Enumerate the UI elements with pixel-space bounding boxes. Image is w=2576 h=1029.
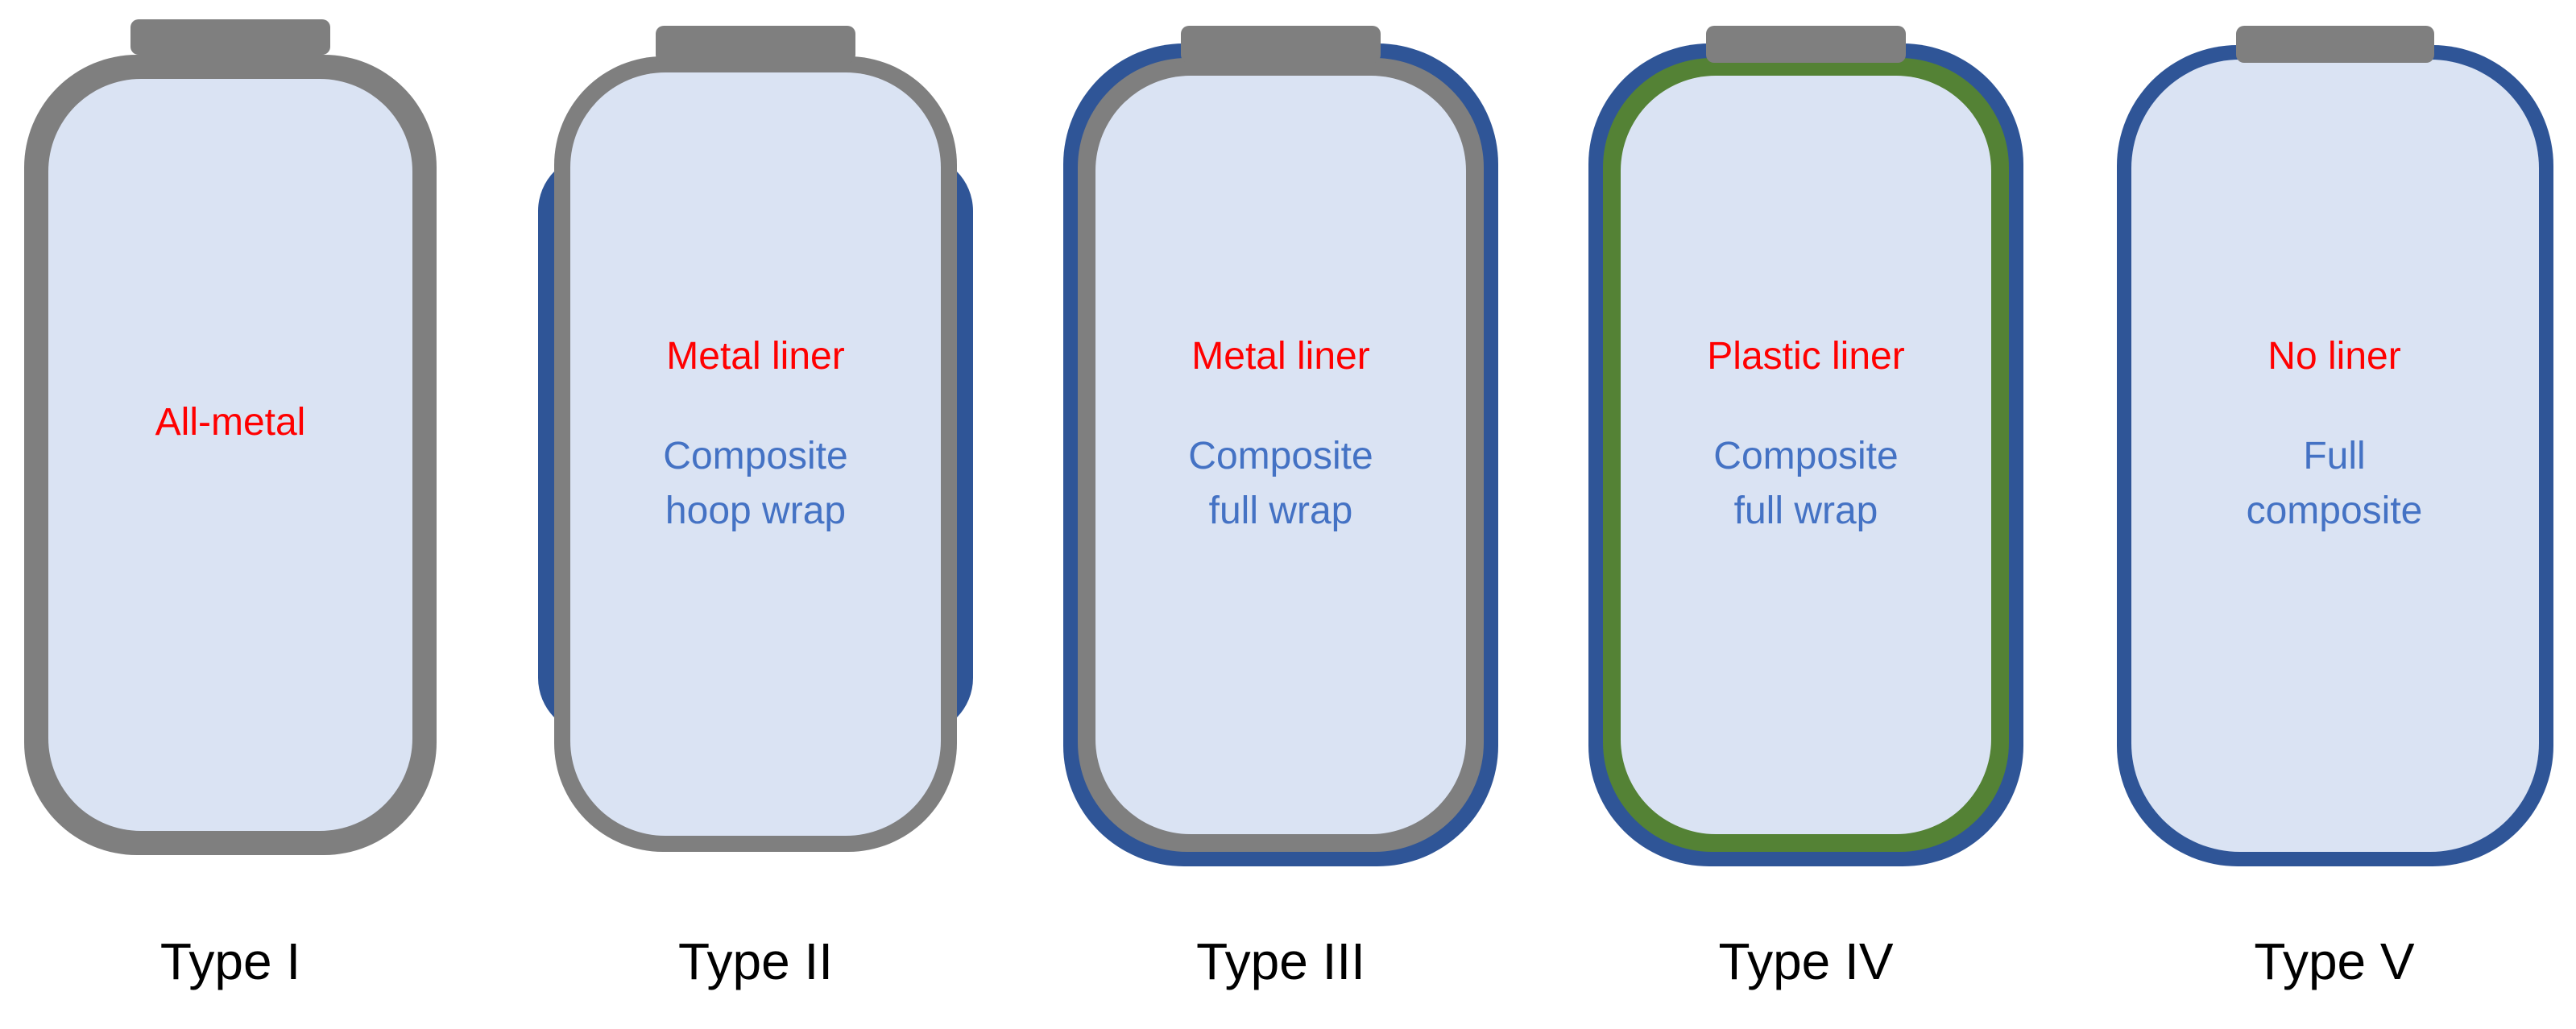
- tank-1-interior: [48, 79, 412, 831]
- tank-3-wrap-label-line1: Composite: [1188, 435, 1373, 477]
- tank-type-4: Plastic liner Composite full wrap Type I…: [1588, 26, 2023, 990]
- tank-5-interior: [2131, 60, 2539, 852]
- tank-5-wrap-label-line1: Full: [2303, 435, 2365, 477]
- tank-5-valve-cap: [2236, 26, 2434, 63]
- tank-4-wrap-label-line2: full wrap: [1734, 490, 1878, 532]
- tank-4-wrap-label-line1: Composite: [1713, 435, 1898, 477]
- tank-4-liner-label: Plastic liner: [1707, 335, 1904, 378]
- tank-2-liner-label: Metal liner: [666, 335, 844, 378]
- tank-2-wrap-label-line2: hoop wrap: [665, 490, 846, 532]
- tank-4-type-label: Type IV: [1719, 932, 1894, 990]
- tank-type-3: Metal liner Composite full wrap Type III: [1063, 26, 1498, 990]
- tank-5-liner-label: No liner: [2267, 335, 2400, 378]
- tank-5-wrap-label-line2: composite: [2247, 490, 2423, 532]
- tank-3-interior: [1095, 76, 1466, 834]
- tank-3-wrap-label-line2: full wrap: [1209, 490, 1353, 532]
- tank-3-valve-cap: [1181, 26, 1381, 63]
- tank-4-interior: [1621, 76, 1991, 834]
- tank-1-liner-label: All-metal: [155, 401, 306, 444]
- tank-2-type-label: Type II: [678, 932, 833, 990]
- tank-type-1: All-metal Type I: [24, 19, 437, 990]
- tank-1-type-label: Type I: [160, 932, 300, 990]
- tank-4-valve-cap: [1706, 26, 1906, 63]
- tank-3-liner-label: Metal liner: [1191, 335, 1369, 378]
- tank-2-interior: [570, 72, 941, 836]
- tank-3-type-label: Type III: [1196, 932, 1365, 990]
- tank-1-valve-cap: [130, 19, 330, 55]
- tank-2-valve-cap: [656, 26, 855, 63]
- tank-type-2: Metal liner Composite hoop wrap Type II: [538, 26, 973, 990]
- tank-5-type-label: Type V: [2254, 932, 2415, 990]
- tank-type-5: No liner Full composite Type V: [2117, 26, 2553, 990]
- tank-2-wrap-label-line1: Composite: [663, 435, 847, 477]
